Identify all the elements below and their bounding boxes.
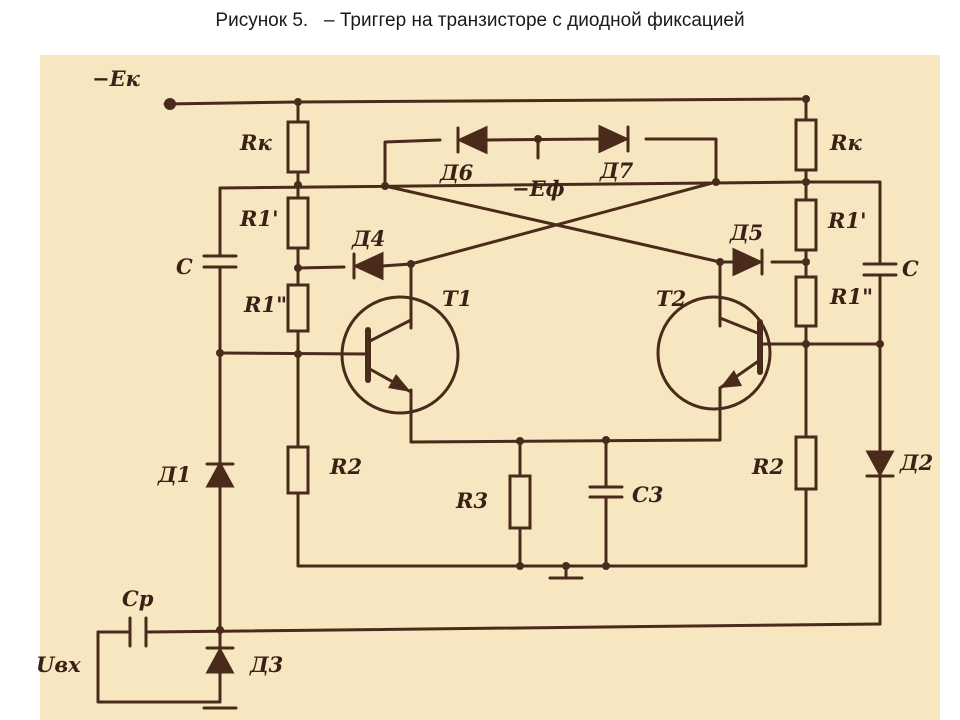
- diode-d3: [205, 646, 235, 674]
- diode-d5: [732, 247, 764, 277]
- resistor-r1p-right: [794, 198, 818, 252]
- label-d2: Д2: [899, 450, 933, 475]
- label-r3: R3: [455, 488, 488, 513]
- label-r1p-right: R1': [827, 208, 867, 233]
- label-r1pp-right: R1": [829, 284, 873, 309]
- capacitor-c-left: [202, 254, 238, 269]
- labels: −Eк Rк Rк R1' R1' R1" R1" C C Д6 Д7 −Еф …: [36, 66, 933, 677]
- junction-dots: [164, 95, 884, 634]
- wires: [96, 97, 882, 710]
- label-c3: C3: [632, 482, 663, 507]
- label-r1pp-left: R1": [243, 292, 287, 317]
- transistor-t1: [340, 295, 460, 415]
- capacitor-cp: [128, 616, 148, 648]
- label-cp: Cр: [122, 586, 154, 611]
- label-d5: Д5: [729, 220, 763, 245]
- resistor-rk-right: [794, 118, 818, 172]
- label-t2: T2: [656, 286, 686, 311]
- label-c-left: C: [176, 254, 193, 279]
- label-ek: −Eк: [92, 66, 141, 91]
- capacitor-c3: [588, 485, 624, 499]
- diode-d2: [865, 450, 895, 478]
- label-r1p-left: R1': [239, 206, 279, 231]
- resistor-rk-left: [286, 120, 310, 174]
- schematic-photo-background: [40, 55, 940, 720]
- label-r2-right: R2: [751, 454, 784, 479]
- label-d3: Д3: [249, 652, 283, 677]
- diode-d1: [205, 460, 235, 488]
- resistor-r1p-left: [286, 196, 310, 250]
- label-d7: Д7: [599, 158, 634, 183]
- label-t1: T1: [442, 286, 472, 311]
- resistor-r2-left: [286, 445, 310, 495]
- label-c-right: C: [902, 256, 919, 281]
- label-ef: −Еф: [512, 176, 565, 201]
- label-d1: Д1: [157, 462, 191, 487]
- diode-d7: [598, 124, 630, 154]
- capacitor-c-right: [862, 262, 898, 277]
- label-d4: Д4: [351, 226, 385, 251]
- figure-caption: Рисунок 5. – Триггер на транзисторе с ди…: [215, 10, 745, 31]
- resistor-r2-right: [794, 435, 818, 491]
- resistor-r3: [508, 474, 532, 530]
- diode-d6: [456, 125, 488, 155]
- label-d6: Д6: [439, 160, 474, 185]
- label-rk-right: Rк: [829, 130, 862, 155]
- label-ubx: Uвх: [36, 652, 81, 677]
- resistor-r1pp-right: [794, 275, 818, 328]
- label-rk-left: Rк: [239, 130, 272, 155]
- transistor-t2: [656, 295, 772, 411]
- resistor-r1pp-left: [286, 283, 310, 333]
- label-r2-left: R2: [329, 454, 362, 479]
- diode-d4: [352, 251, 384, 281]
